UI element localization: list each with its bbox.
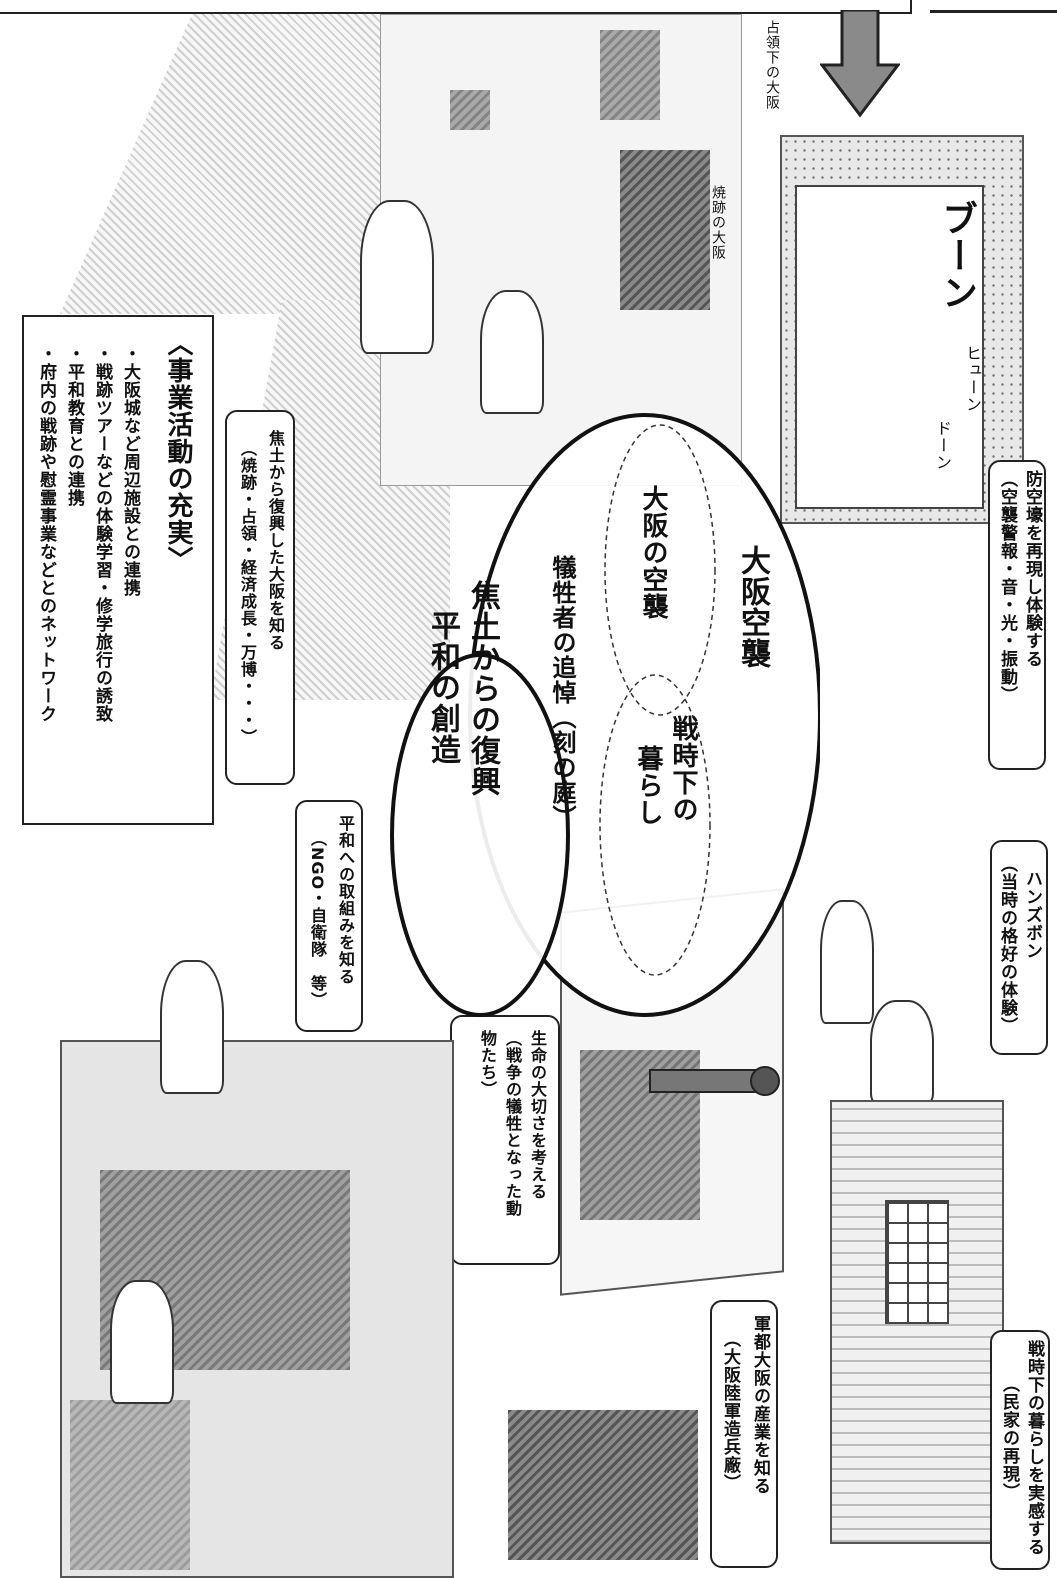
sound-effect-boon: ブーン xyxy=(936,200,977,311)
shelter-interior xyxy=(795,185,984,509)
photo-animals xyxy=(508,1410,698,1560)
callout-hanzubon-line2: （当時の格好の体験） xyxy=(997,855,1017,1035)
down-arrow-icon xyxy=(820,10,900,118)
circle-outer-title: 大阪空襲 xyxy=(735,545,770,669)
house-window xyxy=(885,1200,949,1324)
callout-life-line1: 生命の大切さを考える xyxy=(528,1030,547,1200)
ellipse-diagram xyxy=(390,413,820,1017)
top-frame xyxy=(0,0,912,14)
callout-shelter-line2: （空襲警報・音・光・振動） xyxy=(997,470,1017,704)
info-box-item-2: ・戦跡ツアーなどの体験学習・修学旅行の誘致 xyxy=(92,345,112,723)
circle-lower-line2: 平和の創造 xyxy=(425,610,460,765)
floor-top-left xyxy=(60,14,390,314)
figure-visitor-3 xyxy=(360,200,434,354)
info-box xyxy=(22,315,214,825)
info-box-item-4: ・府内の戦跡や慰霊事業などとのネットワーク xyxy=(36,345,56,723)
callout-peace xyxy=(295,800,363,1032)
callout-house-line2: （民家の再現） xyxy=(999,1375,1019,1501)
circle-left-inner: 大阪の空襲 xyxy=(638,485,668,620)
callout-hanzubon-line1: ハンズボン xyxy=(1022,870,1042,960)
callout-peace-line2: （NGO・自衛隊 等） xyxy=(308,830,327,1010)
sound-effect-doon: ドーン xyxy=(933,420,952,471)
info-box-item-3: ・平和教育との連携 xyxy=(64,345,84,507)
callout-life-line3: 物たち） xyxy=(478,1030,497,1098)
figure-visitor-2 xyxy=(110,1280,174,1404)
callout-house xyxy=(990,1330,1050,1570)
label-occupied-osaka: 占領下の大阪 xyxy=(764,20,780,110)
callout-shelter-line1: 防空壕を再現し体験する xyxy=(1022,470,1042,668)
circle-right-inner-line2: 暮らし xyxy=(633,745,663,826)
top-right-frame xyxy=(930,0,1057,13)
callout-peace-line1: 平和への取組みを知る xyxy=(336,815,355,985)
info-box-item-1: ・大阪城など周辺施設との連携 xyxy=(120,345,140,597)
circle-lower-line1: 焦土からの復興 xyxy=(465,580,500,797)
label-burned-osaka: 焼跡の大阪 xyxy=(710,185,726,260)
photo-osaka-ruins xyxy=(620,150,710,310)
callout-recovery-line2: （焼跡・占領・経済成長・万博・・・） xyxy=(238,440,257,746)
callout-industry-line1: 軍都大阪の産業を知る xyxy=(750,1315,770,1495)
figure-visitor-4 xyxy=(480,290,544,414)
figure-child-2 xyxy=(870,1000,934,1104)
circle-center: 犠牲者の追悼（刻の庭） xyxy=(548,555,576,830)
circle-right-inner-line1: 戦時下の xyxy=(668,715,698,823)
info-box-title: 〈事業活動の充実〉 xyxy=(163,330,193,573)
callout-house-line1: 戦時下の暮らしを実感する xyxy=(1024,1340,1044,1556)
figure-child-1 xyxy=(820,900,874,1024)
photo-peace-2 xyxy=(70,1400,190,1570)
callout-industry xyxy=(710,1300,778,1568)
photo-small-1 xyxy=(450,90,490,130)
figure-visitor-1 xyxy=(160,960,224,1094)
callout-industry-line2: （大阪陸軍造兵廠） xyxy=(720,1330,740,1492)
callout-recovery xyxy=(225,410,295,785)
photo-peace-1 xyxy=(100,1170,350,1370)
cannon-icon xyxy=(649,1066,780,1096)
photo-occupied-osaka xyxy=(600,30,660,120)
callout-recovery-line1: 焦土から復興した大阪を知る xyxy=(266,430,285,651)
callout-hanzubon xyxy=(990,840,1048,1055)
callout-shelter xyxy=(988,460,1046,770)
callout-life-line2: （戦争の犠牲となった動 xyxy=(503,1030,522,1217)
sound-effect-hyuun: ヒューン xyxy=(963,345,982,413)
